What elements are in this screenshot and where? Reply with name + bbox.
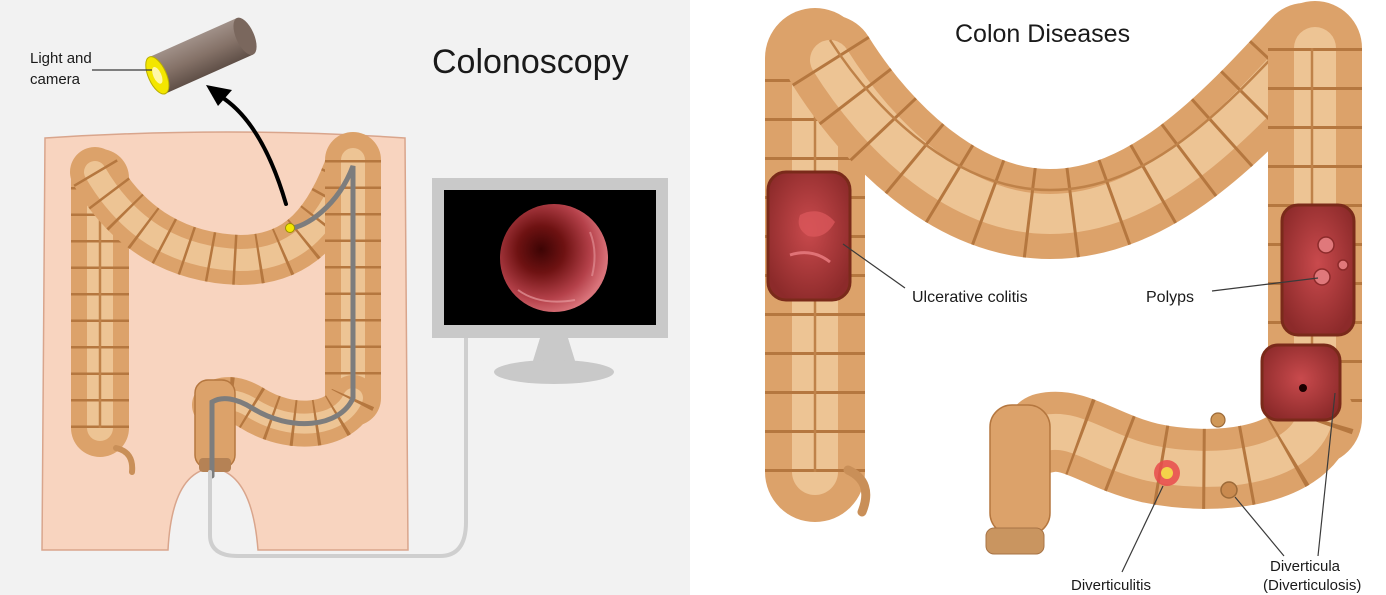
rectum [195, 380, 235, 468]
diverticula-patch [1262, 345, 1340, 420]
label-diverticulosis: (Diverticulosis) [1263, 577, 1361, 594]
label-polyps: Polyps [1146, 289, 1194, 306]
rectum-large [990, 405, 1050, 535]
polyps-patch [1282, 205, 1354, 335]
endoscope-tip [286, 224, 295, 233]
camera-label-line1: Light and [30, 50, 92, 67]
label-ulcerative-colitis: Ulcerative colitis [912, 289, 1028, 306]
ulcerative-colitis-patch [768, 172, 850, 300]
diverticulitis-spot [1154, 460, 1180, 486]
diverticulum-bump-upper [1211, 413, 1225, 427]
label-diverticula: Diverticula [1270, 558, 1341, 575]
page-title-colonoscopy: Colonoscopy [432, 43, 629, 81]
label-diverticulitis: Diverticulitis [1071, 577, 1151, 594]
monitor-base [494, 360, 614, 384]
colon-lumen-view [500, 204, 608, 312]
page-title-colon-diseases: Colon Diseases [955, 20, 1130, 48]
diverticulum-bump [1221, 482, 1237, 498]
camera-label-line2: camera [30, 71, 81, 88]
anal-ring [199, 458, 231, 472]
anal-canal-large [986, 528, 1044, 554]
